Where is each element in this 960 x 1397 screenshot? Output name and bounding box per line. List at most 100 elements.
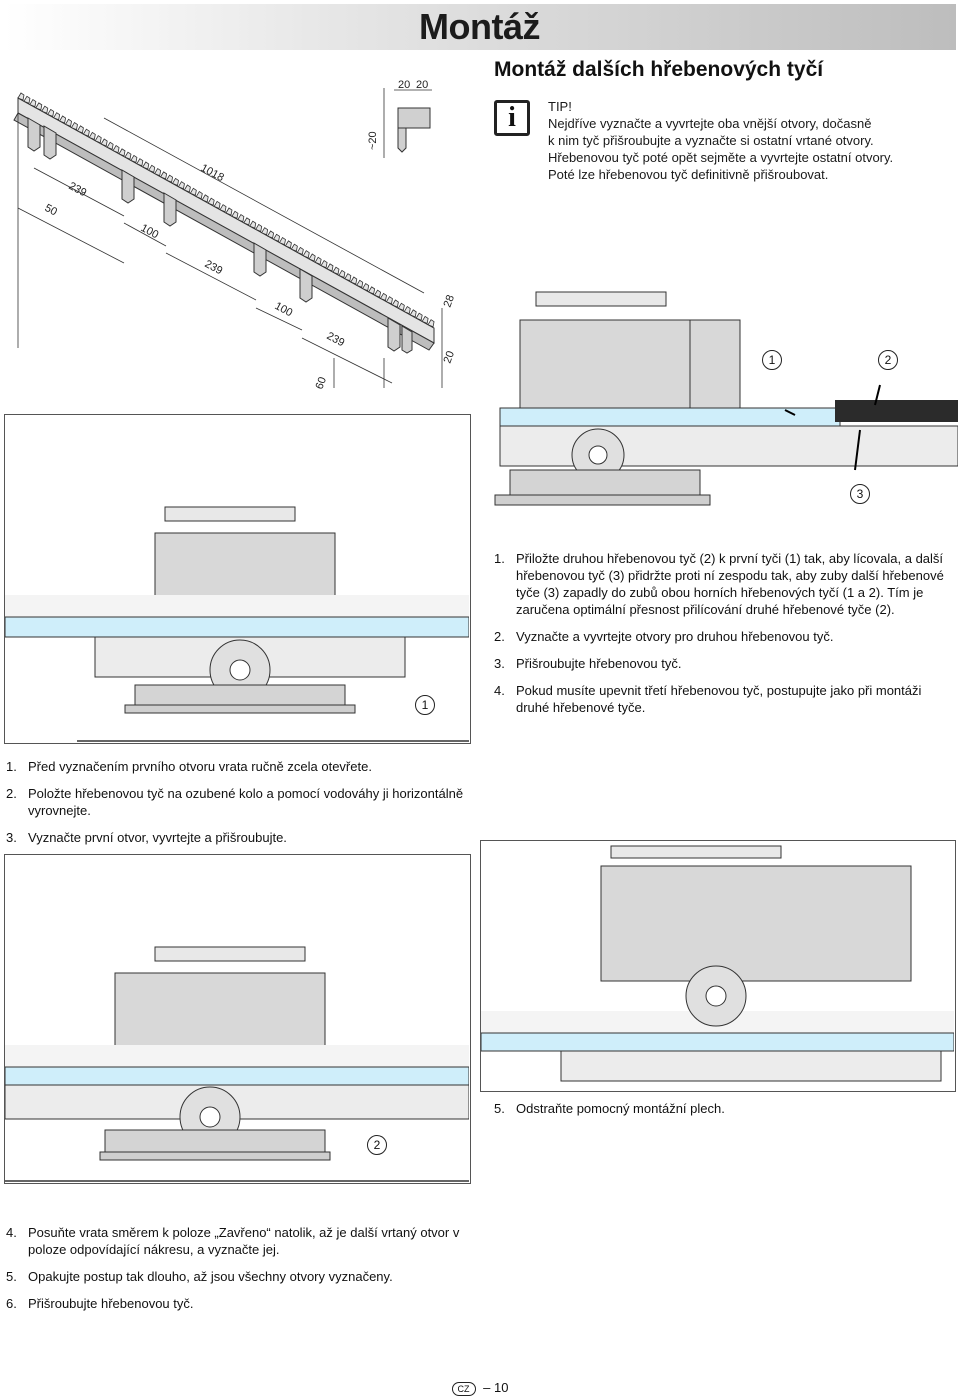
dim-60: 60 [314, 375, 329, 391]
callout-2: 2 [878, 350, 898, 370]
rack-tooth [397, 302, 405, 311]
rack-tooth [136, 158, 144, 167]
list-item: 3. Vyznačte první otvor, vyvrtejte a při… [6, 830, 287, 845]
steps-bottom-list: 4. Posuňte vrata směrem k poloze „Zavřen… [6, 1224, 466, 1322]
rack-tooth [94, 135, 102, 144]
rack-tooth [171, 177, 179, 186]
rack-tooth [35, 102, 43, 111]
steps-right-list: 1. Přiložte druhou hřebenovou tyč (2) k … [494, 550, 954, 726]
list-item: 5. Odstraňte pomocný montážní plech. [494, 1101, 725, 1116]
rack-tooth [23, 95, 31, 104]
rack-tooth [379, 292, 387, 301]
rack-tooth [243, 217, 251, 226]
first-rack-illustration: 1 [4, 414, 471, 744]
rack-tooth [427, 319, 435, 328]
rack-tooth [338, 269, 346, 278]
rack-dimension-drawing: 20 20 ~20 1018 239 50 100 239 100 28 239… [4, 58, 472, 410]
rack-tooth [249, 220, 257, 229]
rack-tooth [88, 131, 96, 140]
rack-tooth [302, 250, 310, 259]
rack-tooth [201, 194, 209, 203]
rack-tooth [47, 108, 55, 117]
rack-tooth [409, 309, 417, 318]
dim-100-b: 100 [273, 300, 295, 319]
rack-tooth [76, 125, 84, 134]
rack-tooth [373, 289, 382, 298]
list-item: 2. Vyznačte a vyvrtejte otvory pro druho… [494, 629, 834, 644]
rack-tooth [130, 154, 138, 163]
rack-tooth [112, 145, 120, 154]
dim-20-d: 20 [442, 349, 457, 365]
rack-tooth [314, 256, 322, 265]
language-badge: CZ [451, 1381, 476, 1396]
rack-tooth [237, 214, 245, 223]
rack-tooth [320, 260, 328, 269]
dim-100-a: 100 [139, 222, 161, 241]
rack-tooth [415, 312, 423, 321]
callout-3: 3 [850, 484, 870, 504]
dim-1018: 1018 [199, 162, 226, 184]
section-title: Montáž dalších hřebenových tyčí [494, 58, 824, 81]
tip-line: Nejdříve vyznačte a vyvrtejte oba vnější… [548, 116, 872, 131]
rack-tooth [332, 266, 340, 275]
rack-tooth [165, 174, 174, 183]
page-title: Montáž [419, 6, 540, 47]
rack-tooth [326, 263, 334, 272]
rack-tooth [403, 306, 411, 315]
tip-line: Hřebenovou tyč poté opět sejměte a vyvrt… [548, 150, 894, 165]
rack-tooth [362, 283, 370, 292]
rack-tooth [17, 92, 25, 101]
header-bar [4, 4, 956, 50]
list-item: 1. Přiložte druhou hřebenovou tyč (2) k … [494, 551, 944, 617]
rack-tooth [296, 246, 304, 255]
dim-239-c: 239 [325, 330, 347, 349]
rack-tooth [290, 243, 298, 252]
rack-tooth [368, 286, 376, 295]
dim-20-c: ~20 [367, 131, 379, 150]
list-item: 3. Přišroubujte hřebenovou tyč. [494, 656, 682, 671]
tip-line: Poté lze hřebenovou tyč definitivně přiš… [548, 167, 829, 182]
rack-tooth [82, 128, 90, 137]
rack-tooth [29, 99, 37, 108]
rack-tooth [59, 115, 67, 124]
list-item: 2. Položte hřebenovou tyč na ozubené kol… [6, 786, 464, 818]
rack-tooth [225, 207, 233, 216]
rack-tooth [183, 184, 191, 193]
callout-2-left: 2 [367, 1135, 387, 1155]
rack-tooth [267, 230, 275, 239]
list-item: 6. Přišroubujte hřebenovou tyč. [6, 1296, 194, 1311]
rack-tooth [272, 233, 280, 242]
mounting-plate-illustration [480, 840, 956, 1092]
dim-20-b: 20 [416, 79, 428, 91]
list-item: 5. Opakujte postup tak dlouho, až jsou v… [6, 1269, 393, 1284]
rack-tooth [100, 138, 108, 147]
rack-tooth [70, 122, 78, 131]
rack-tooth [278, 237, 286, 246]
page-footer: CZ – 10 [0, 1380, 960, 1396]
dim-20-a: 20 [398, 79, 410, 91]
step-5: 5. Odstraňte pomocný montážní plech. [494, 1100, 954, 1127]
dim-239-a: 239 [67, 180, 89, 199]
rack-tooth [350, 276, 358, 285]
rack-tooth [219, 204, 227, 213]
rack-tooth [385, 296, 393, 305]
footer-dash: – [483, 1380, 491, 1395]
rack-tooth [142, 161, 150, 170]
rack-tooth [53, 112, 61, 121]
dim-50: 50 [43, 202, 59, 218]
tip-line: k nim tyč přišroubujte a vyznačte si ost… [548, 133, 874, 148]
rack-tooth [308, 253, 316, 262]
rack-tooth [64, 118, 72, 127]
rack-tooth [177, 181, 185, 190]
rack-tooth [118, 148, 126, 157]
gear-plate-illustration: 2 [4, 854, 471, 1184]
list-item: 4. Posuňte vrata směrem k poloze „Zavřen… [6, 1225, 460, 1257]
rack-tooth [261, 227, 269, 236]
rack-tooth [154, 168, 162, 177]
rack-tooth [41, 105, 49, 114]
tip-box: TIP! Nejdříve vyznačte a vyvrtejte oba v… [548, 98, 893, 183]
list-item: 4. Pokud musíte upevnit třetí hřebenovou… [494, 683, 922, 715]
rack-tooth [160, 171, 168, 180]
rack-tooth [207, 197, 215, 206]
rack-joining-illustration: 1 2 3 [490, 290, 959, 540]
